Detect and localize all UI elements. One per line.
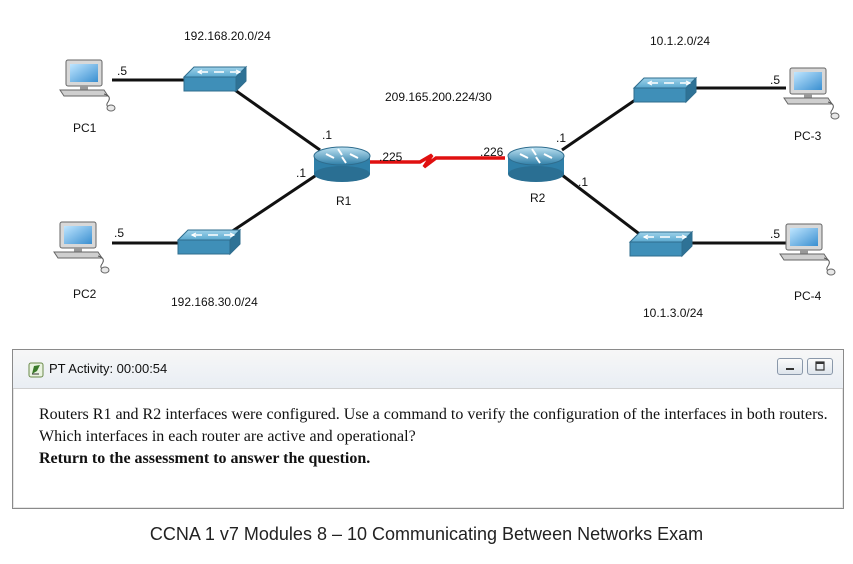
instruction-text: Routers R1 and R2 interfaces were config…: [39, 406, 828, 423]
pt-activity-window: PT Activity: 00:00:54 Routers R1 and R2 …: [12, 349, 844, 509]
pc4-icon[interactable]: [779, 223, 836, 276]
network-192-168-30-label: 192.168.30.0/24: [171, 295, 258, 309]
network-192-168-20-label: 192.168.20.0/24: [184, 29, 271, 43]
window-titlebar[interactable]: PT Activity: 00:00:54: [13, 350, 843, 389]
pc4-address-label: .5: [770, 227, 780, 241]
window-title: PT Activity: 00:00:54: [49, 361, 168, 376]
pc1-address-label: .5: [117, 64, 127, 78]
network-10-1-2-label: 10.1.2.0/24: [650, 34, 710, 48]
minimize-icon: [786, 368, 794, 370]
network-wan-label: 209.165.200.224/30: [385, 90, 492, 104]
ethernet-links: [112, 78, 786, 245]
pc2-address-label: .5: [114, 226, 124, 240]
minimize-button[interactable]: [777, 358, 803, 375]
link-switch-r1-bottom: [227, 172, 319, 236]
network-10-1-3-label: 10.1.3.0/24: [643, 306, 703, 320]
r2-top-interface-label: .1: [556, 131, 566, 145]
link-r2-switch-top: [561, 92, 645, 152]
r2-bottom-interface-label: .1: [578, 175, 588, 189]
pc1-icon[interactable]: [59, 59, 116, 112]
packet-tracer-icon: [28, 362, 44, 378]
link-r2-switch-bottom: [561, 173, 643, 238]
switch-192-168-30-icon[interactable]: [177, 229, 241, 255]
page-caption: CCNA 1 v7 Modules 8 – 10 Communicating B…: [149, 524, 704, 544]
serial-link-r1-r2: [370, 153, 505, 169]
pc3-label: PC-3: [794, 129, 822, 143]
link-switch-r1-top: [231, 86, 321, 152]
restore-button[interactable]: [807, 358, 833, 375]
return-instruction-text: Return to the assessment to answer the q…: [39, 450, 371, 467]
switch-192-168-20-icon[interactable]: [183, 66, 247, 92]
pc3-icon[interactable]: [783, 67, 840, 120]
switch-10-1-2-icon[interactable]: [633, 77, 697, 103]
pc2-icon[interactable]: [53, 221, 110, 274]
question-text: Which interfaces in each router are acti…: [39, 428, 416, 445]
router-r1-icon[interactable]: [313, 146, 371, 183]
router-r2-label: R2: [530, 191, 546, 205]
activity-instructions: Routers R1 and R2 interfaces were config…: [39, 404, 829, 470]
r1-top-interface-label: .1: [322, 128, 332, 142]
router-r1-label: R1: [336, 194, 352, 208]
network-topology-diagram: PC1 PC2 PC-3 PC-4 R1 R2 192.168.20.0/24 …: [53, 29, 840, 320]
router-r2-icon[interactable]: [507, 146, 565, 183]
pc4-label: PC-4: [794, 289, 822, 303]
pc1-label: PC1: [73, 121, 97, 135]
r2-wan-interface-label: .226: [480, 145, 504, 159]
pc2-label: PC2: [73, 287, 97, 301]
r1-wan-interface-label: .225: [379, 150, 403, 164]
switch-10-1-3-icon[interactable]: [629, 231, 693, 257]
r1-left-interface-label: .1: [296, 166, 306, 180]
pc3-address-label: .5: [770, 73, 780, 87]
restore-icon: [815, 361, 825, 371]
